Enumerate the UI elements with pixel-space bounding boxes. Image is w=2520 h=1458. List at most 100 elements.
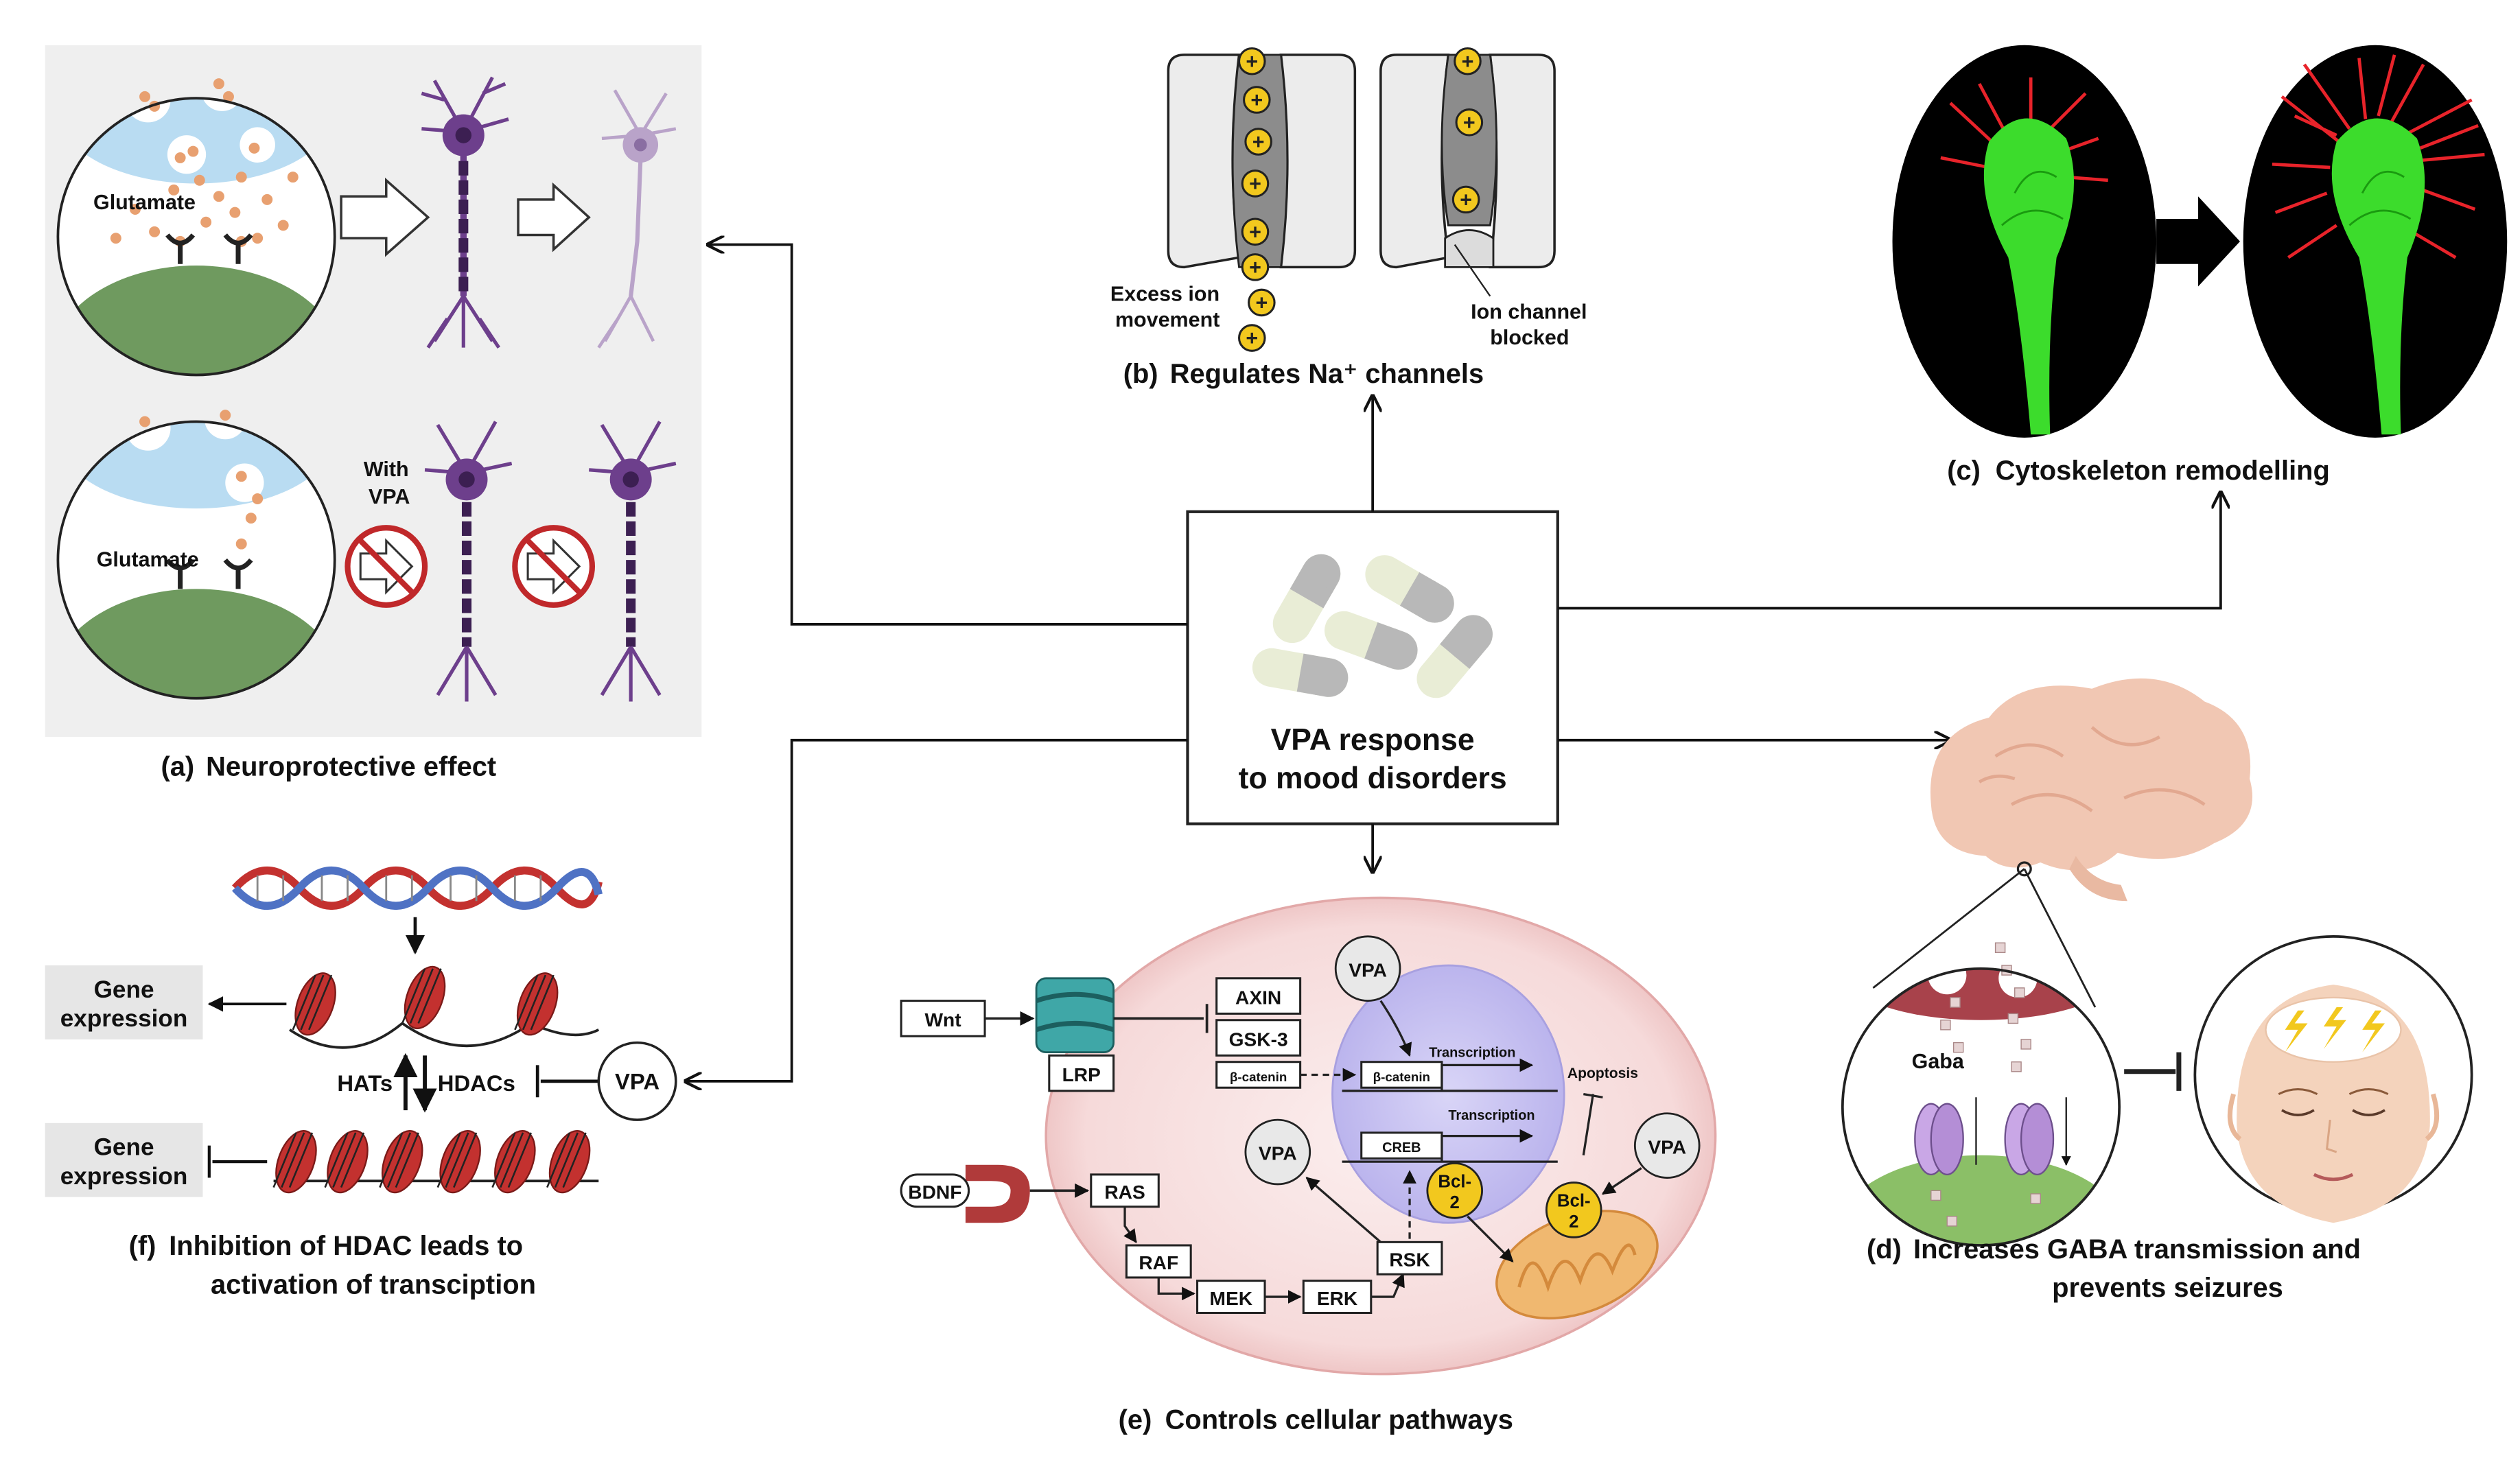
panel-b: +++++++++++ Excess ion movement Ion chan… [1110,47,1587,389]
remodelling-arrow [2156,196,2240,287]
nucleosome-closed-3-wrap [395,1132,419,1188]
sodium-ion-6 [1241,253,1270,281]
dna-helix [232,866,603,910]
microtubules-before [1983,118,2075,435]
mek-label: MEK [1210,1288,1253,1309]
brain-icon [1930,678,2253,902]
bcl2-mito [1545,1181,1602,1238]
sodium-ion-8-sign: + [1246,327,1258,350]
nucleosome-closed-3-wrap [379,1132,404,1188]
panel-e-caption: Controls cellular pathways [1165,1404,1513,1435]
vpa-bubble-right [1633,1112,1701,1179]
nucleosome-closed-5-wrap [500,1132,524,1188]
apoptosis-inhibition [1582,1093,1603,1155]
vpa-label-top: VPA [1349,959,1387,980]
nucleosome-closed-5 [494,1129,536,1194]
nucleosome-open-1-wrap [300,974,325,1031]
center-title-1: VPA response [1271,723,1475,757]
gene-expression-top-2: expression [60,1005,188,1032]
bdnf-receptor [965,1164,1030,1223]
sodium-channel-blocked [1379,54,1556,269]
sodium-ion-blocked-1 [1454,47,1482,75]
nucleosome-open-3-wrap [514,974,539,1031]
raf-box [1125,1244,1192,1279]
nucleosome-closed-1-wrap [281,1132,305,1188]
axin-box [1215,977,1302,1015]
synapse-with-vpa: Glutamate [56,410,336,700]
connector-to-c [1557,493,2221,610]
raf-label: RAF [1139,1252,1178,1273]
gsk3-label: GSK-3 [1229,1028,1288,1050]
mek-box [1196,1280,1266,1315]
nucleosome-open-2-wrap [409,968,434,1024]
panel-e: Wnt LRP AXIN GSK-3 β-catenin VPA β-caten… [900,896,1717,1435]
nucleosome-closed-5-wrap [507,1132,532,1188]
panel-c-caption: Cytoskeleton remodelling [1996,456,2330,486]
ion-channel-blocked-label: Ion channel [1471,300,1587,323]
nucleosome-closed-1-wrap [272,1132,297,1188]
neuron-protected-1 [424,421,513,702]
center-title-2: to mood disorders [1239,762,1507,795]
nucleosome-closed-6 [548,1129,591,1194]
glutamate-label-bottom: Glutamate [97,548,199,572]
bdnf-box [900,1173,970,1208]
rsk-box [1376,1241,1443,1275]
nucleosome-closed-6-wrap [546,1132,571,1188]
hollow-arrow-2 [517,182,591,252]
panel-f-caption-2: activation of transciption [211,1269,536,1300]
nucleosome-closed-6-wrap [562,1132,587,1188]
gene-expression-bottom-2: expression [60,1163,188,1190]
vpa-label-right: VPA [1648,1136,1686,1157]
panel-d-caption-1: Increases GABA transmission and [1913,1234,2361,1265]
sodium-ion-8 [1237,324,1266,352]
panel-d-caption-letter: (d) [1867,1234,1902,1265]
sodium-ion-7-sign: + [1255,292,1268,315]
gaba-molecules [1930,942,2041,1227]
sodium-ion-1 [1237,47,1266,75]
bcl2-label-b: 2 [1450,1193,1460,1212]
apoptosis-label: Apoptosis [1567,1066,1638,1081]
gsk3-box [1215,1019,1302,1057]
nucleosome-closed-2-wrap [324,1132,349,1188]
condensed-chromatin [272,1129,599,1194]
gaba-synapse: Gaba [1841,942,2121,1247]
axin-label: AXIN [1235,987,1281,1008]
sodium-ion-blocked-3 [1451,185,1480,214]
vpa-label-f: VPA [615,1069,660,1094]
sodium-ion-2 [1243,86,1271,114]
synapse-excitotoxic: Glutamate [56,78,336,377]
nucleosome-open-3-wrap [530,974,555,1031]
rsk-label: RSK [1389,1249,1430,1271]
bcl2-label-d: 2 [1569,1212,1578,1232]
panel-f-caption-1: Inhibition of HDAC leads to [169,1231,523,1261]
connector-to-f [686,738,1188,1081]
gaba-receptors [1914,1103,2055,1176]
panel-a: Glutamate [45,45,702,781]
ion-channel-blocked-label-2: blocked [1490,326,1569,349]
panel-d: Gaba (d) Increases GABA transmission and… [1841,678,2473,1303]
receptors [165,233,253,264]
lightning-icon-1 [2285,1010,2308,1053]
nucleosome-closed-4-wrap [445,1132,469,1188]
calm-head [2193,934,2473,1223]
neuron-healthy [421,76,509,349]
vpa-bubble-f [597,1041,677,1121]
sodium-ion-blocked-3-sign: + [1460,188,1472,211]
neuron-degenerating [597,89,677,349]
lrp-label: LRP [1062,1064,1101,1085]
gene-expression-bottom-1: Gene [94,1134,154,1161]
nucleosome-open-1-wrap [292,974,316,1031]
nucleosome-closed-1-wrap [288,1132,314,1188]
sodium-ion-blocked-1-sign: + [1462,50,1474,73]
sodium-ion-blocked-2 [1455,108,1484,137]
sodium-ion-2-sign: + [1250,89,1263,112]
gene-expression-bottom-box [45,1122,203,1197]
nucleosome-closed-4-wrap [453,1132,478,1188]
wnt-box [900,1000,986,1037]
creb-box [1360,1131,1443,1160]
repression-symbol [207,1145,268,1178]
connector-to-a [708,245,1188,626]
sodium-ion-7 [1248,288,1276,317]
beta-catenin-box [1215,1061,1302,1089]
